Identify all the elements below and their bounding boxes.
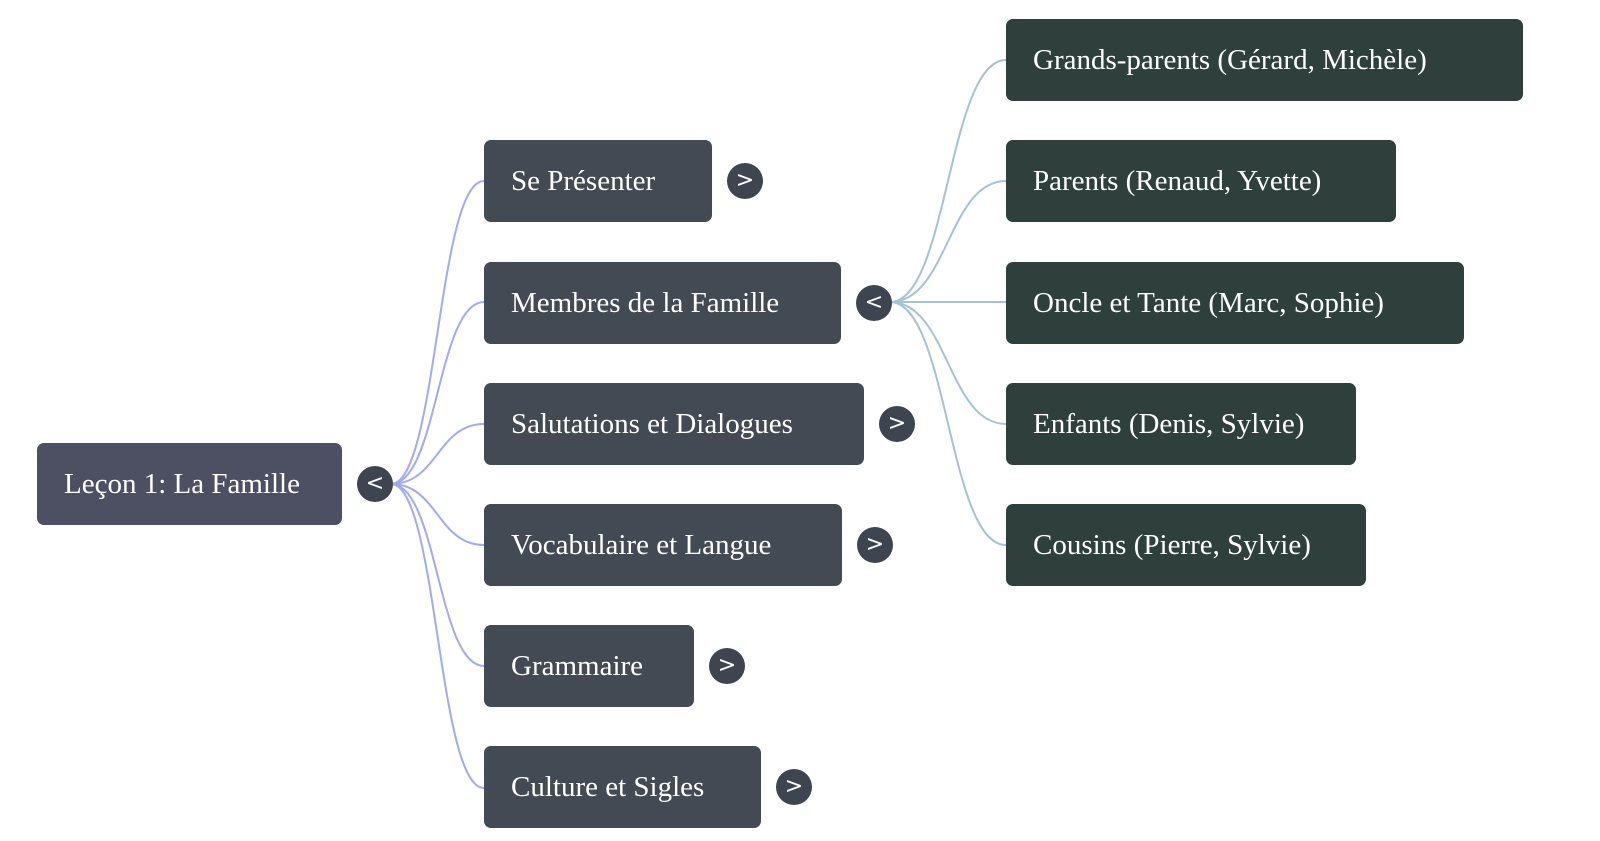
- branch-label: Salutations et Dialogues: [511, 408, 793, 440]
- child-node-enfants[interactable]: Enfants (Denis, Sylvie): [1006, 383, 1356, 465]
- connector-path: [390, 483, 485, 546]
- child-label: Parents (Renaud, Yvette): [1033, 165, 1322, 197]
- child-label: Enfants (Denis, Sylvie): [1033, 408, 1305, 440]
- branch-label: Culture et Sigles: [511, 771, 705, 803]
- root-node-label: Leçon 1: La Famille: [64, 468, 300, 500]
- connector-path: [889, 180, 1007, 303]
- child-connectors: [889, 59, 1007, 546]
- root-node[interactable]: Leçon 1: La Famille: [37, 443, 342, 525]
- connector-path: [390, 423, 485, 485]
- child-node-cousins[interactable]: Cousins (Pierre, Sylvie): [1006, 504, 1366, 586]
- branch-label: Se Présenter: [511, 165, 656, 197]
- connector-path: [889, 59, 1007, 303]
- connector-path: [390, 483, 485, 667]
- branch-label: Grammaire: [511, 650, 644, 682]
- child-label: Cousins (Pierre, Sylvie): [1033, 529, 1311, 561]
- branch-node-se-presenter[interactable]: Se Présenter: [484, 140, 712, 222]
- collapse-toggle-icon[interactable]: <: [357, 466, 393, 502]
- collapse-toggle-icon[interactable]: <: [856, 285, 892, 321]
- child-node-grands-parents[interactable]: Grands-parents (Gérard, Michèle): [1006, 19, 1523, 101]
- child-label: Grands-parents (Gérard, Michèle): [1033, 44, 1427, 76]
- expand-toggle-icon[interactable]: >: [727, 163, 763, 199]
- child-node-parents[interactable]: Parents (Renaud, Yvette): [1006, 140, 1396, 222]
- branch-label: Membres de la Famille: [511, 287, 780, 319]
- branch-node-culture-et-sigles[interactable]: Culture et Sigles: [484, 746, 761, 828]
- connector-path: [390, 180, 485, 485]
- root-connectors: [390, 180, 485, 789]
- connector-path: [390, 483, 485, 789]
- expand-toggle-icon[interactable]: >: [879, 406, 915, 442]
- branch-node-salutations-et-dialogues[interactable]: Salutations et Dialogues: [484, 383, 864, 465]
- child-label: Oncle et Tante (Marc, Sophie): [1033, 287, 1384, 319]
- expand-toggle-icon[interactable]: >: [776, 769, 812, 805]
- branch-node-vocabulaire-et-langue[interactable]: Vocabulaire et Langue: [484, 504, 842, 586]
- expand-toggle-icon[interactable]: >: [857, 527, 893, 563]
- branch-label: Vocabulaire et Langue: [511, 529, 772, 561]
- connector-path: [390, 301, 485, 485]
- expand-toggle-icon[interactable]: >: [709, 648, 745, 684]
- branch-node-membres-de-la-famille[interactable]: Membres de la Famille: [484, 262, 841, 344]
- connector-path: [889, 301, 1007, 425]
- branch-node-grammaire[interactable]: Grammaire: [484, 625, 694, 707]
- child-node-oncle-et-tante[interactable]: Oncle et Tante (Marc, Sophie): [1006, 262, 1464, 344]
